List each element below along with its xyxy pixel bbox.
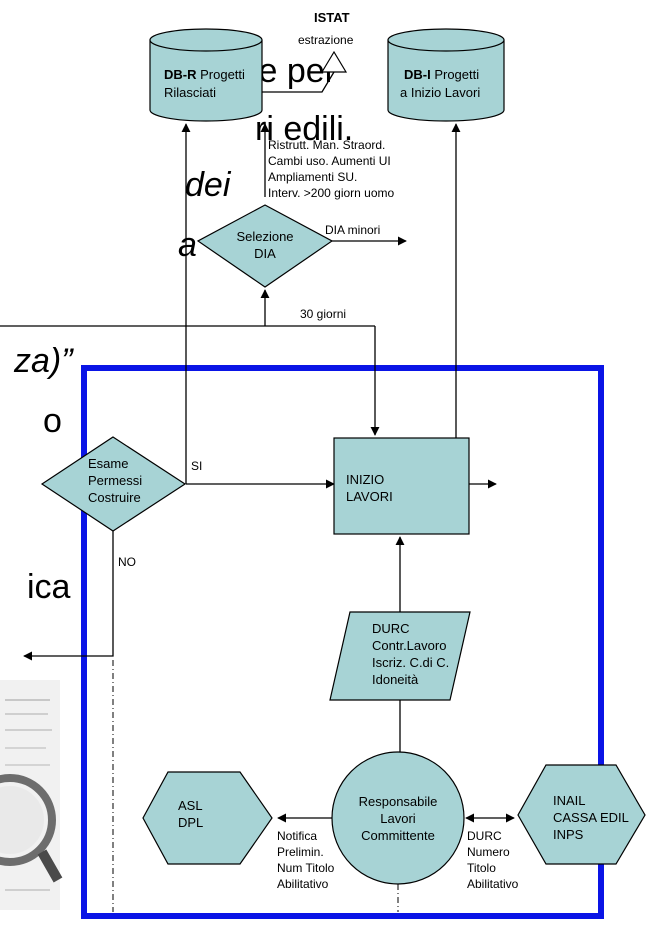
selezione-label-1: Selezione (236, 229, 293, 244)
bg-text-5: za)” (13, 342, 74, 380)
inizio-label-2: LAVORI (346, 489, 393, 504)
inail-label-2: CASSA EDIL (553, 810, 629, 825)
dia-minori-label: DIA minori (325, 223, 380, 237)
esame-label-1: Esame (88, 456, 128, 471)
istat-subtitle: estrazione (298, 33, 354, 47)
notifica-line-4: Abilitativo (277, 877, 329, 891)
db-r-cylinder: DB-R Progetti Rilasciati (150, 29, 262, 121)
criteria-line-3: Ampliamenti SU. (268, 170, 357, 184)
bg-text-6: o (43, 402, 62, 440)
criteria-line-4: Interv. >200 giorn uomo (268, 186, 395, 200)
durc-numero-line-1: DURC (467, 829, 502, 843)
document-magnifier-image (0, 680, 60, 910)
durc-line-3: Iscriz. C.di C. (372, 655, 449, 670)
asl-dpl-hexagon (143, 772, 272, 864)
durc-numero-line-2: Numero (467, 845, 510, 859)
durc-line-2: Contr.Lavoro (372, 638, 446, 653)
bg-text-4: a (178, 226, 197, 264)
esame-label-3: Costruire (88, 490, 141, 505)
inizio-label-1: INIZIO (346, 472, 384, 487)
durc-numero-line-4: Abilitativo (467, 877, 519, 891)
db-r-label: Progetti (197, 67, 246, 82)
notifica-line-3: Num Titolo (277, 861, 335, 875)
no-label: NO (118, 555, 136, 569)
criteria-line-1: Ristrutt. Man. Straord. (268, 138, 385, 152)
db-i-label: Progetti (431, 67, 480, 82)
responsabile-label-2: Lavori (380, 811, 416, 826)
db-i-cylinder: DB-I Progetti a Inizio Lavori (388, 29, 504, 121)
durc-line-4: Idoneità (372, 672, 419, 687)
trenta-giorni-label: 30 giorni (300, 307, 346, 321)
notifica-line-1: Notifica (277, 829, 317, 843)
notifica-line-2: Prelimin. (277, 845, 324, 859)
istat-title: ISTAT (314, 10, 350, 25)
db-r-label-bold: DB-R (164, 67, 197, 82)
svg-text:DB-I Progetti: DB-I Progetti (404, 67, 479, 82)
selezione-label-2: DIA (254, 246, 276, 261)
asl-label-1: ASL (178, 798, 203, 813)
inail-label-3: INPS (553, 827, 584, 842)
db-i-label-bold: DB-I (404, 67, 431, 82)
si-label: SI (191, 459, 202, 473)
criteria-line-2: Cambi uso. Aumenti UI (268, 154, 391, 168)
asl-label-2: DPL (178, 815, 203, 830)
bg-text-7: ica (27, 568, 71, 606)
inail-label-1: INAIL (553, 793, 586, 808)
responsabile-label-3: Committente (361, 828, 435, 843)
db-i-label-2: a Inizio Lavori (400, 85, 480, 100)
esame-label-2: Permessi (88, 473, 142, 488)
bg-text-3: dei (185, 166, 232, 204)
svg-text:DB-R Progetti: DB-R Progetti (164, 67, 245, 82)
durc-line-1: DURC (372, 621, 410, 636)
responsabile-label-1: Responsabile (359, 794, 438, 809)
db-r-label-2: Rilasciati (164, 85, 216, 100)
durc-numero-line-3: Titolo (467, 861, 496, 875)
